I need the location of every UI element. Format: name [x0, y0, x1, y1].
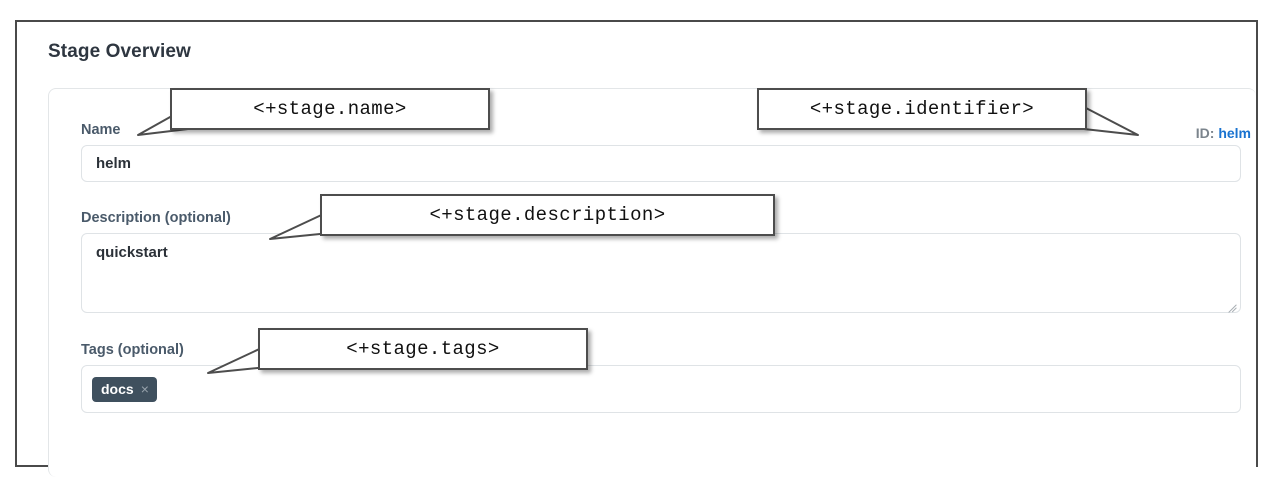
stage-identifier-link[interactable]: helm: [1218, 125, 1251, 141]
tag-remove-icon[interactable]: ×: [140, 380, 149, 397]
description-label: Description (optional): [81, 210, 231, 226]
stage-identifier-display: ID: helm: [1196, 124, 1251, 142]
tags-field-group: Tags (optional) docs ×: [81, 341, 1241, 413]
tag-chip[interactable]: docs ×: [92, 376, 157, 402]
tags-label: Tags (optional): [81, 342, 184, 358]
callout-stage-name: <+stage.name>: [170, 88, 490, 130]
stage-identifier-label: ID:: [1195, 125, 1215, 141]
stage-overview-card: Name ID: helm Description (optional) Tag…: [48, 88, 1256, 477]
callout-stage-identifier: <+stage.identifier>: [757, 88, 1087, 130]
callout-stage-description: <+stage.description>: [320, 194, 775, 236]
description-field-group: Description (optional): [81, 209, 1241, 313]
page-title: Stage Overview: [48, 41, 191, 62]
name-label: Name: [81, 122, 121, 138]
tag-chip-label: docs: [101, 380, 134, 397]
callout-stage-tags: <+stage.tags>: [258, 328, 588, 370]
name-field-group: Name: [81, 121, 1241, 182]
tags-input[interactable]: docs ×: [81, 365, 1241, 413]
textarea-resize-grip-icon[interactable]: [1225, 297, 1237, 309]
name-input[interactable]: [81, 145, 1241, 182]
description-textarea[interactable]: [81, 233, 1241, 313]
